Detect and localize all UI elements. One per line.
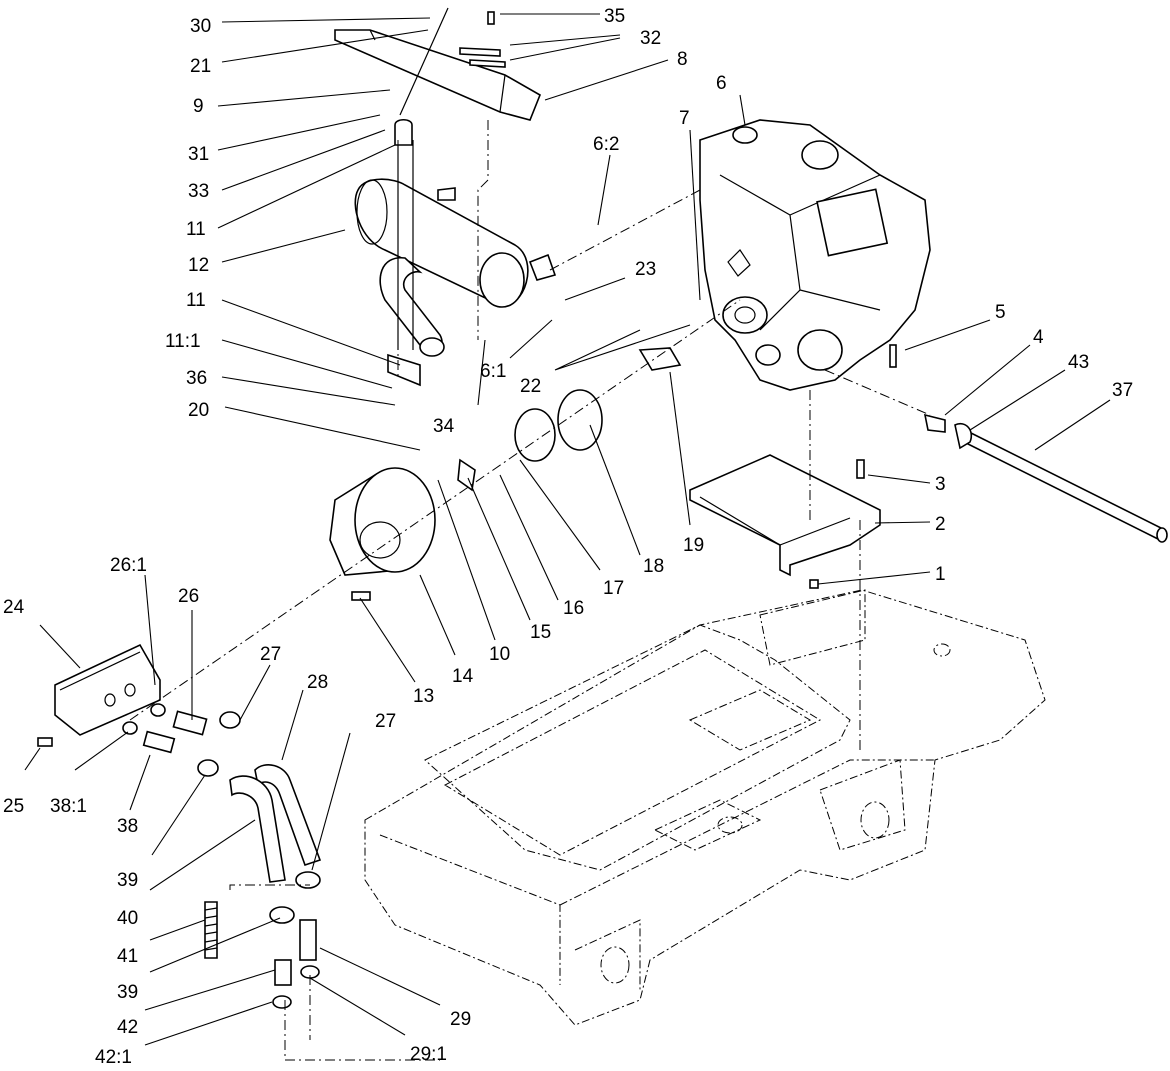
callout-19: 19	[683, 535, 704, 556]
callout-24: 24	[3, 597, 25, 618]
callout-20: 20	[188, 400, 209, 421]
callout-17: 17	[603, 578, 624, 599]
callout-27-upper: 27	[260, 644, 281, 665]
callout-41: 41	[117, 946, 138, 967]
callout-38: 38	[117, 816, 138, 837]
callout-14: 14	[452, 666, 474, 687]
shaft	[889, 344, 1168, 543]
callout-18: 18	[643, 556, 664, 577]
callout-5: 5	[995, 302, 1006, 323]
callout-26: 26	[178, 586, 199, 607]
callout-28: 28	[307, 672, 328, 693]
assembly-lines	[129, 120, 931, 1061]
callout-33: 33	[188, 181, 209, 202]
callout-37: 37	[1112, 380, 1133, 401]
callout-7: 7	[679, 108, 690, 129]
callout-21: 21	[190, 56, 211, 77]
callout-11-lower: 11	[186, 290, 206, 311]
callout-3: 3	[935, 474, 946, 495]
callout-15: 15	[530, 622, 551, 643]
callout-43: 43	[1068, 352, 1089, 373]
callout-22: 22	[520, 376, 541, 397]
callout-39-upper: 39	[117, 870, 138, 891]
callout-23: 23	[635, 259, 656, 280]
callout-9: 9	[193, 96, 204, 117]
callout-6-1: 6:1	[480, 361, 506, 382]
callout-11-upper: 11	[186, 219, 206, 240]
callout-40: 40	[117, 908, 138, 929]
callout-27-lower: 27	[375, 711, 396, 732]
callout-29: 29	[450, 1009, 471, 1030]
callout-30: 30	[190, 16, 211, 37]
callout-29-1: 29:1	[410, 1044, 447, 1065]
callout-36: 36	[186, 368, 207, 389]
callout-42-1: 42:1	[95, 1047, 132, 1068]
callout-12: 12	[188, 255, 209, 276]
callout-13: 13	[413, 686, 434, 707]
callout-25: 25	[3, 796, 24, 817]
hoses	[122, 703, 322, 1009]
callout-4: 4	[1033, 327, 1044, 348]
callout-38-1: 38:1	[50, 796, 87, 817]
callout-42: 42	[117, 1017, 138, 1038]
callout-6-2: 6:2	[593, 134, 619, 155]
callout-labels: 30 21 9 31 33 11 12 11 11:1 36 20 35 32 …	[3, 6, 1133, 1068]
callout-34: 34	[433, 416, 455, 437]
callout-26-1: 26:1	[110, 555, 147, 576]
callout-11-1: 11:1	[165, 331, 201, 352]
callout-39-lower: 39	[117, 982, 138, 1003]
engine-plate	[689, 454, 881, 589]
pump-housing	[329, 347, 682, 601]
leader-lines	[24, 13, 1111, 1046]
callout-31: 31	[188, 144, 209, 165]
callout-32: 32	[640, 28, 661, 49]
callout-16: 16	[563, 598, 584, 619]
callout-6: 6	[716, 73, 727, 94]
engine	[699, 119, 931, 391]
muffler-guard	[334, 7, 542, 121]
muffler	[354, 118, 557, 387]
callout-10: 10	[489, 644, 510, 665]
callout-2: 2	[935, 514, 946, 535]
hydraulic-pump	[37, 643, 161, 747]
frame-outline	[364, 589, 1046, 1026]
callout-35: 35	[604, 6, 625, 27]
callout-1: 1	[935, 564, 946, 585]
callout-8: 8	[677, 49, 688, 70]
